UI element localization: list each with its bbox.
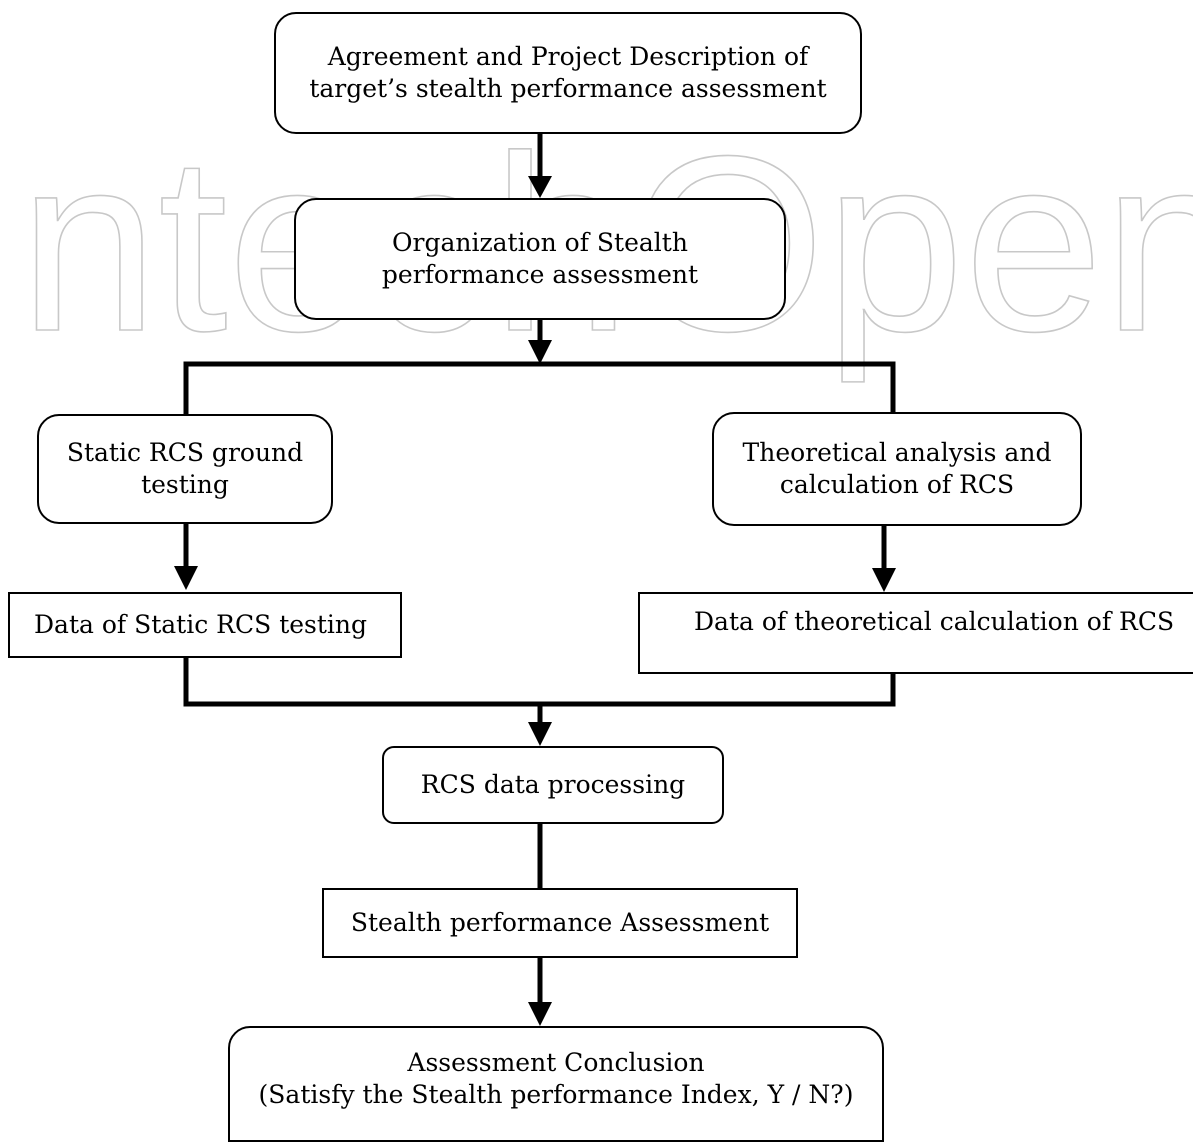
node-agreement: Agreement and Project Description of tar…	[274, 12, 862, 134]
node-conclusion-line1: Assessment Conclusion	[407, 1047, 705, 1077]
node-organization-line2: performance assessment	[381, 260, 699, 289]
node-conclusion: Assessment Conclusion (Satisfy the Steal…	[228, 1026, 884, 1142]
node-theoretical-data: Data of theoretical calculation of RCS	[638, 592, 1193, 674]
node-theoretical-data-label: Data of theoretical calculation of RCS	[694, 607, 1175, 636]
node-theoretical-analysis-line2: calculation of RCS	[779, 470, 1015, 499]
node-static-data: Data of Static RCS testing	[8, 592, 402, 658]
node-agreement-line1: Agreement and Project Description of	[327, 41, 809, 71]
node-organization-line1: Organization of Stealth	[392, 227, 688, 257]
node-theoretical-analysis: Theoretical analysis and calculation of …	[712, 412, 1082, 526]
node-theoretical-analysis-line1: Theoretical analysis and	[742, 437, 1052, 467]
node-processing-label: RCS data processing	[420, 769, 686, 799]
node-conclusion-line2: (Satisfy the Stealth performance Index, …	[258, 1080, 854, 1109]
node-assessment: Stealth performance Assessment	[322, 888, 798, 958]
node-processing: RCS data processing	[382, 746, 724, 824]
node-organization: Organization of Stealth performance asse…	[294, 198, 786, 320]
node-static-testing: Static RCS ground testing	[37, 414, 333, 524]
edge-split-branches	[183, 361, 896, 414]
node-static-data-label: Data of Static RCS testing	[34, 609, 368, 639]
node-agreement-line2: target’s stealth performance assessment	[309, 74, 827, 103]
node-assessment-label: Stealth performance Assessment	[350, 907, 770, 937]
node-static-testing-line2: testing	[141, 470, 229, 499]
node-static-testing-line1: Static RCS ground	[66, 437, 304, 467]
